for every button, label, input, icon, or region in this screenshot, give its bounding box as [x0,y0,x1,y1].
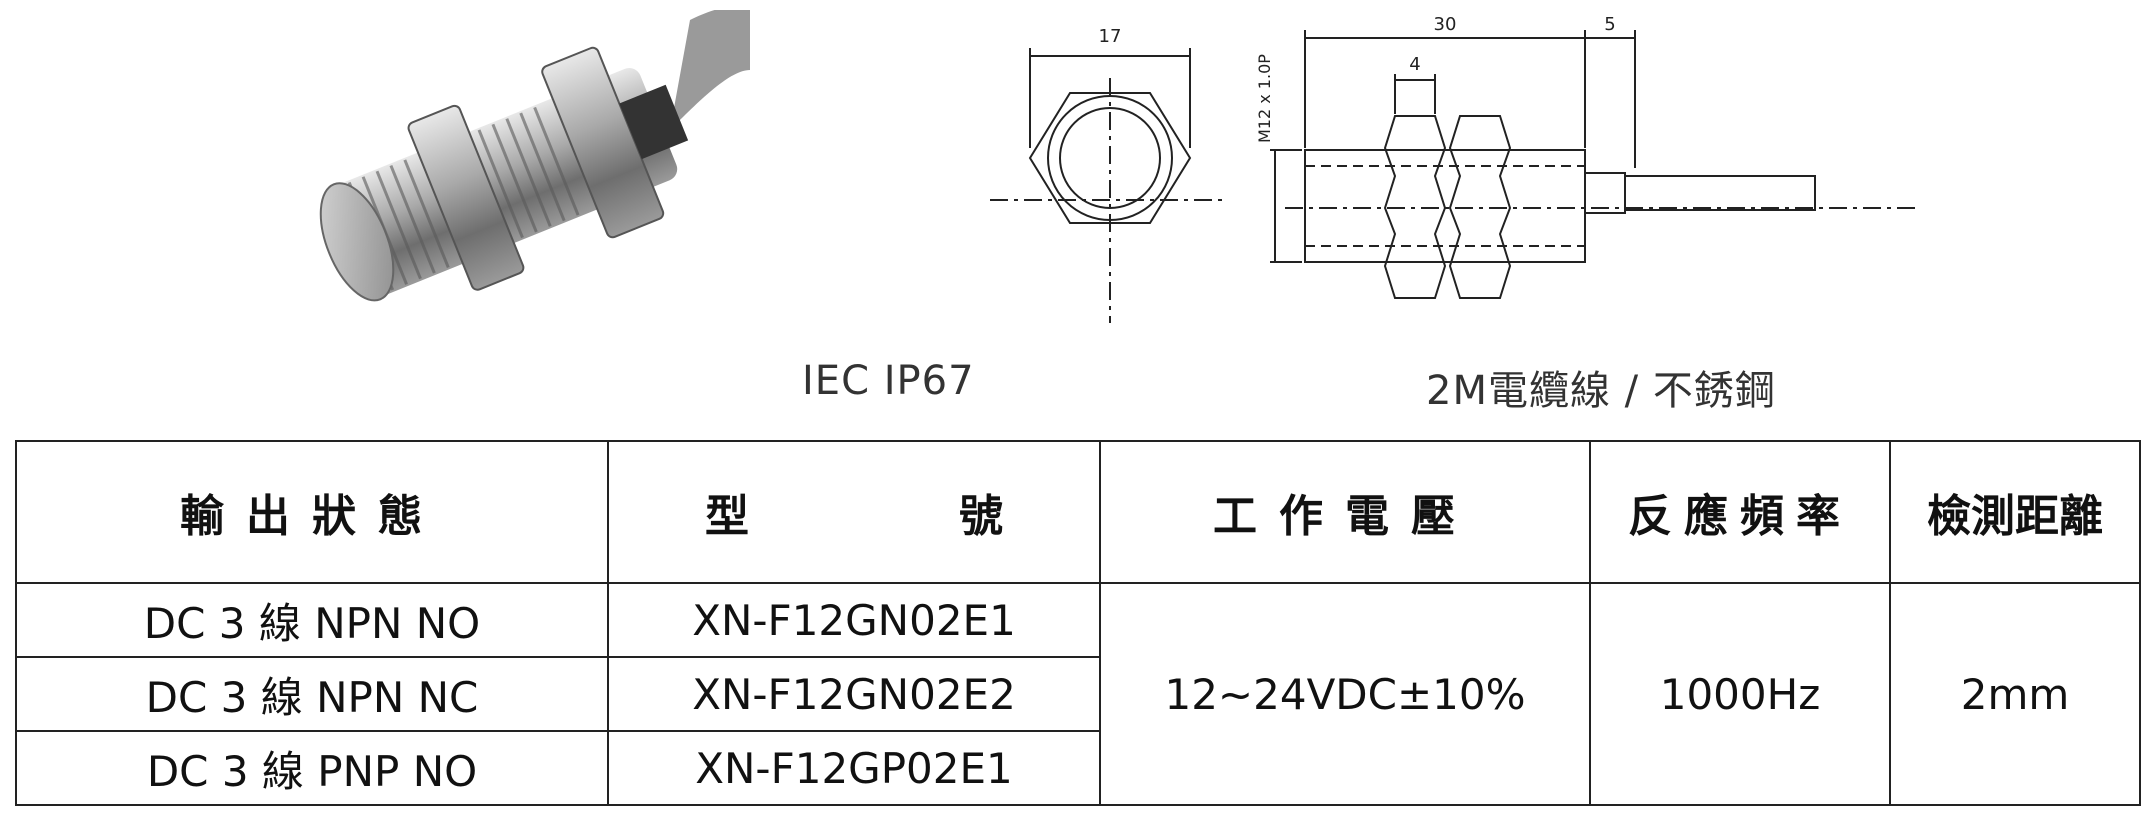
sensor-photo [319,10,750,302]
header-model-a: 型 [705,491,749,542]
spec-table: 輸出狀態 型號 工作電壓 反應頻率 檢測距離 DC 3 線 NPN NO XN-… [15,440,2141,806]
header-frequency: 反應頻率 [1589,440,1891,584]
header-model: 型號 [607,440,1101,584]
cell-model: XN-F12GP02E1 [607,730,1101,806]
dim-length-label: 30 [1434,14,1457,35]
cell-distance: 2mm [1889,582,2141,806]
dim-nut-label: 4 [1409,54,1420,75]
cell-model: XN-F12GN02E2 [607,656,1101,732]
header-distance: 檢測距離 [1889,440,2141,584]
cell-output: DC 3 線 NPN NC [15,656,609,732]
ip-rating-caption: IEC IP67 [802,358,975,404]
header-output: 輸出狀態 [15,440,609,584]
cell-output: DC 3 線 NPN NO [15,582,609,658]
cell-voltage: 12~24VDC±10% [1099,582,1591,806]
table-row: DC 3 線 PNP NO XN-F12GP02E1 [15,730,2140,806]
table-row: DC 3 線 NPN NO XN-F12GN02E1 12~24VDC±10% … [15,582,2141,806]
dim-width-label: 17 [1099,26,1122,47]
dim-cable-label: 5 [1604,14,1615,35]
table-row: DC 3 線 NPN NC XN-F12GN02E2 [15,656,2140,732]
cell-frequency: 1000Hz [1589,582,1891,806]
header-model-b: 號 [959,491,1003,542]
cell-output: DC 3 線 PNP NO [15,730,609,806]
table-header-row: 輸出狀態 型號 工作電壓 反應頻率 檢測距離 [15,440,2141,584]
cable-material-caption: 2M電纜線 / 不銹鋼 [1426,368,1776,414]
dimension-drawing: 17 30 5 4 M12 x 1.0P [990,14,1920,323]
hex-front-view [1028,92,1192,224]
cell-model: XN-F12GN02E1 [607,582,1101,658]
thread-label: M12 x 1.0P [1255,54,1274,143]
header-voltage: 工作電壓 [1099,440,1591,584]
